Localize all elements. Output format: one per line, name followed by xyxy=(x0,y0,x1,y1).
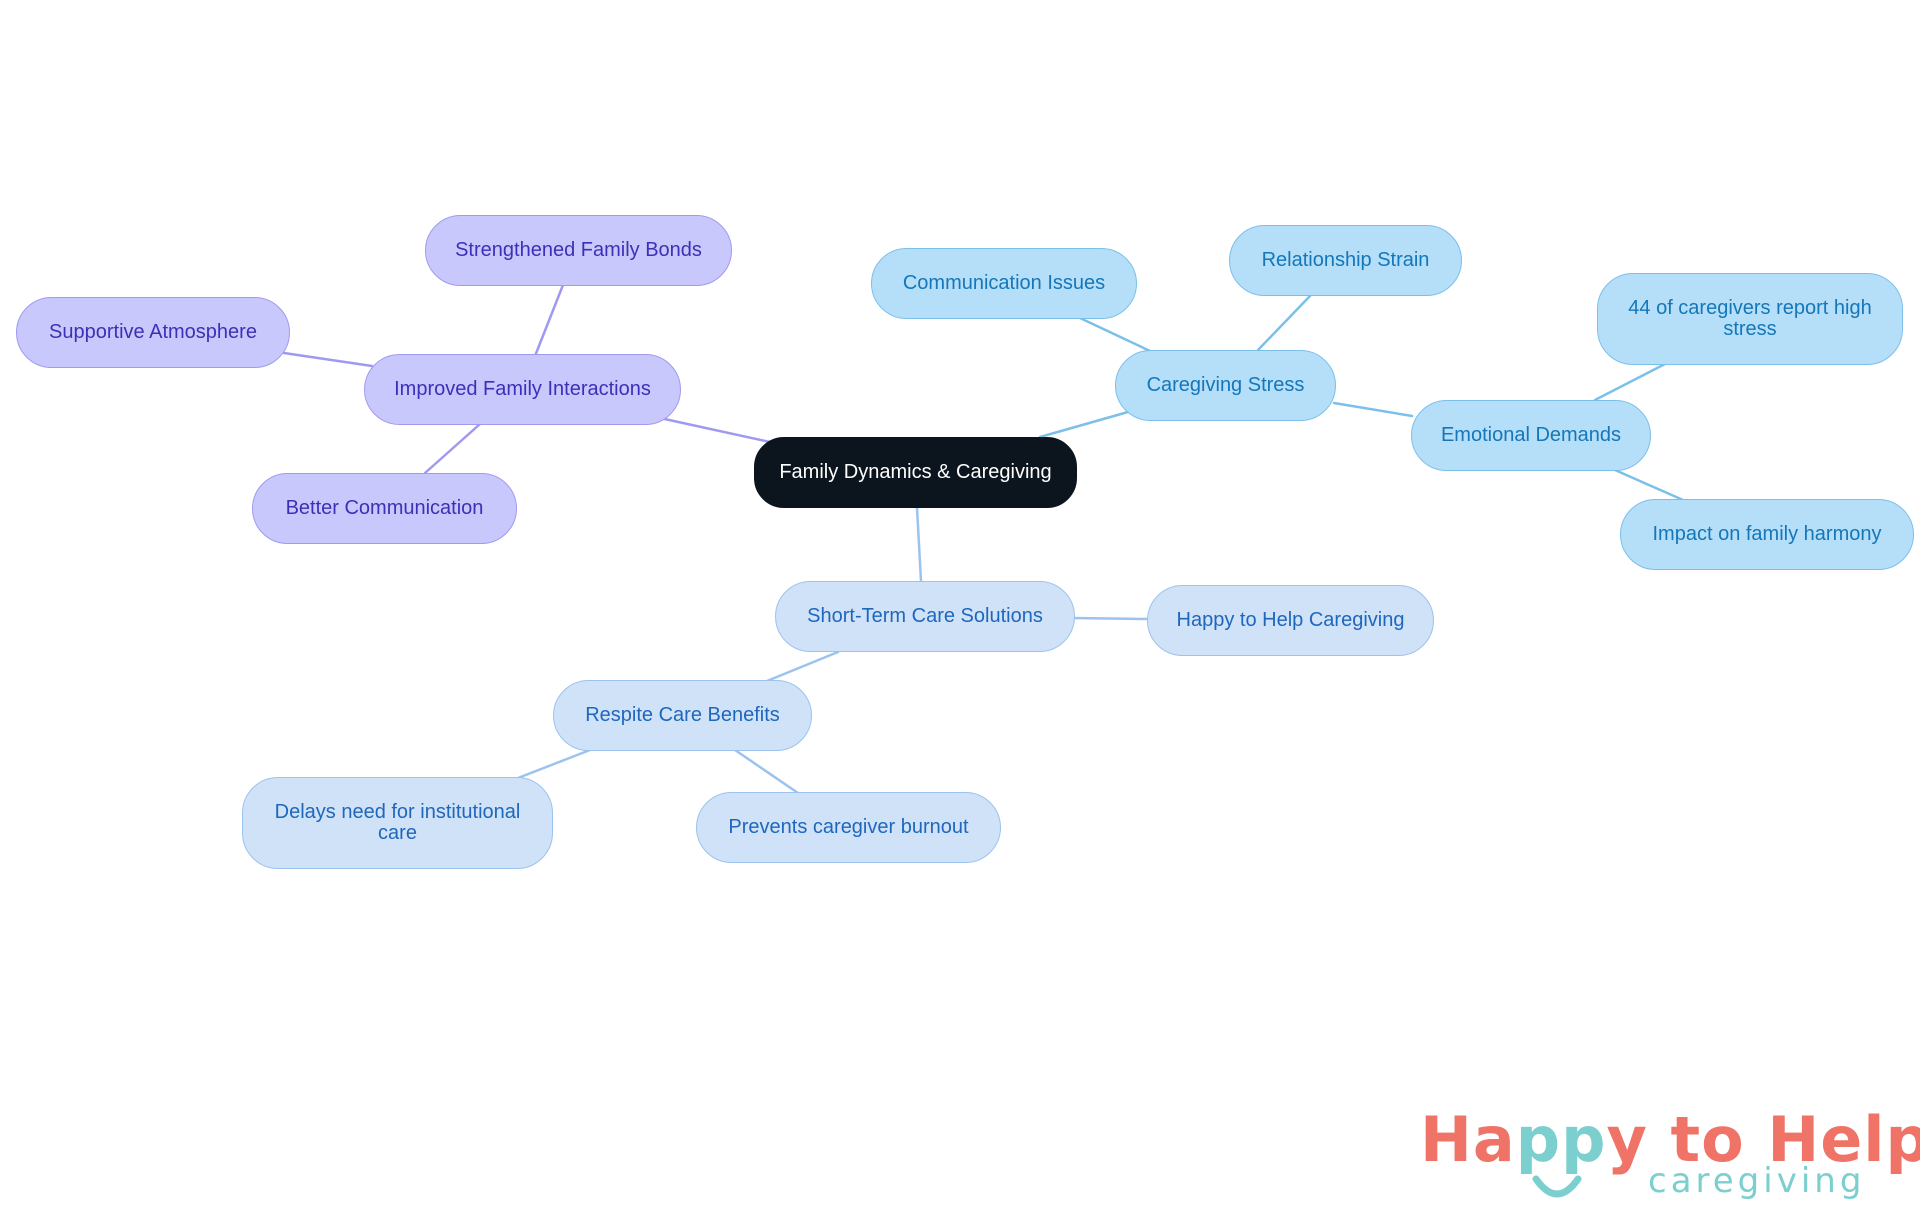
logo-text-end: y to Help xyxy=(1606,1103,1920,1176)
connector-emotional-stat xyxy=(1593,362,1667,402)
node-prevents-caregiver-burnout[interactable]: Prevents caregiver burnout xyxy=(696,792,1001,863)
connector-shortterm-happy xyxy=(1071,616,1150,621)
logo-wordmark: Happy to Help xyxy=(1420,1105,1920,1175)
connector-shortterm-respite xyxy=(765,650,840,683)
logo-text-start: Ha xyxy=(1420,1103,1516,1176)
smile-icon xyxy=(1532,1175,1582,1198)
node-caregiver-stress-stat[interactable]: 44 of caregivers report high stress xyxy=(1597,273,1903,365)
logo-subtitle: caregiving xyxy=(1648,1161,1866,1201)
node-supportive-atmosphere[interactable]: Supportive Atmosphere xyxy=(16,297,290,368)
connector-respite-delays xyxy=(516,748,592,780)
node-improved-family-interactions[interactable]: Improved Family Interactions xyxy=(364,354,681,425)
connector-improved-better xyxy=(423,422,482,475)
connector-stress-communication xyxy=(1078,316,1152,353)
connector-improved-strengthened xyxy=(533,283,565,358)
connector-emotional-harmony xyxy=(1613,468,1685,502)
node-better-communication[interactable]: Better Communication xyxy=(252,473,517,544)
root-node[interactable]: Family Dynamics & Caregiving xyxy=(754,437,1077,508)
connector-root-stress xyxy=(1038,410,1130,439)
connector-respite-prevents xyxy=(733,748,800,795)
node-impact-family-harmony[interactable]: Impact on family harmony xyxy=(1620,499,1914,570)
node-short-term-care-solutions[interactable]: Short-Term Care Solutions xyxy=(775,581,1075,652)
node-happy-to-help-caregiving[interactable]: Happy to Help Caregiving xyxy=(1147,585,1434,656)
connector-root-shortterm xyxy=(915,506,923,583)
node-emotional-demands[interactable]: Emotional Demands xyxy=(1411,400,1651,471)
node-respite-care-benefits[interactable]: Respite Care Benefits xyxy=(553,680,812,751)
connector-root-improved xyxy=(658,416,772,444)
connector-improved-supportive xyxy=(282,351,374,368)
connector-stress-emotional xyxy=(1332,401,1414,418)
node-communication-issues[interactable]: Communication Issues xyxy=(871,248,1137,319)
connector-stress-relationship xyxy=(1256,294,1312,352)
node-delays-institutional-care[interactable]: Delays need for institutional care xyxy=(242,777,553,869)
node-caregiving-stress[interactable]: Caregiving Stress xyxy=(1115,350,1336,421)
happy-to-help-logo: Happy to Help caregiving xyxy=(1420,1105,1920,1205)
node-strengthened-family-bonds[interactable]: Strengthened Family Bonds xyxy=(425,215,732,286)
node-relationship-strain[interactable]: Relationship Strain xyxy=(1229,225,1462,296)
logo-text-accent: pp xyxy=(1515,1103,1607,1176)
